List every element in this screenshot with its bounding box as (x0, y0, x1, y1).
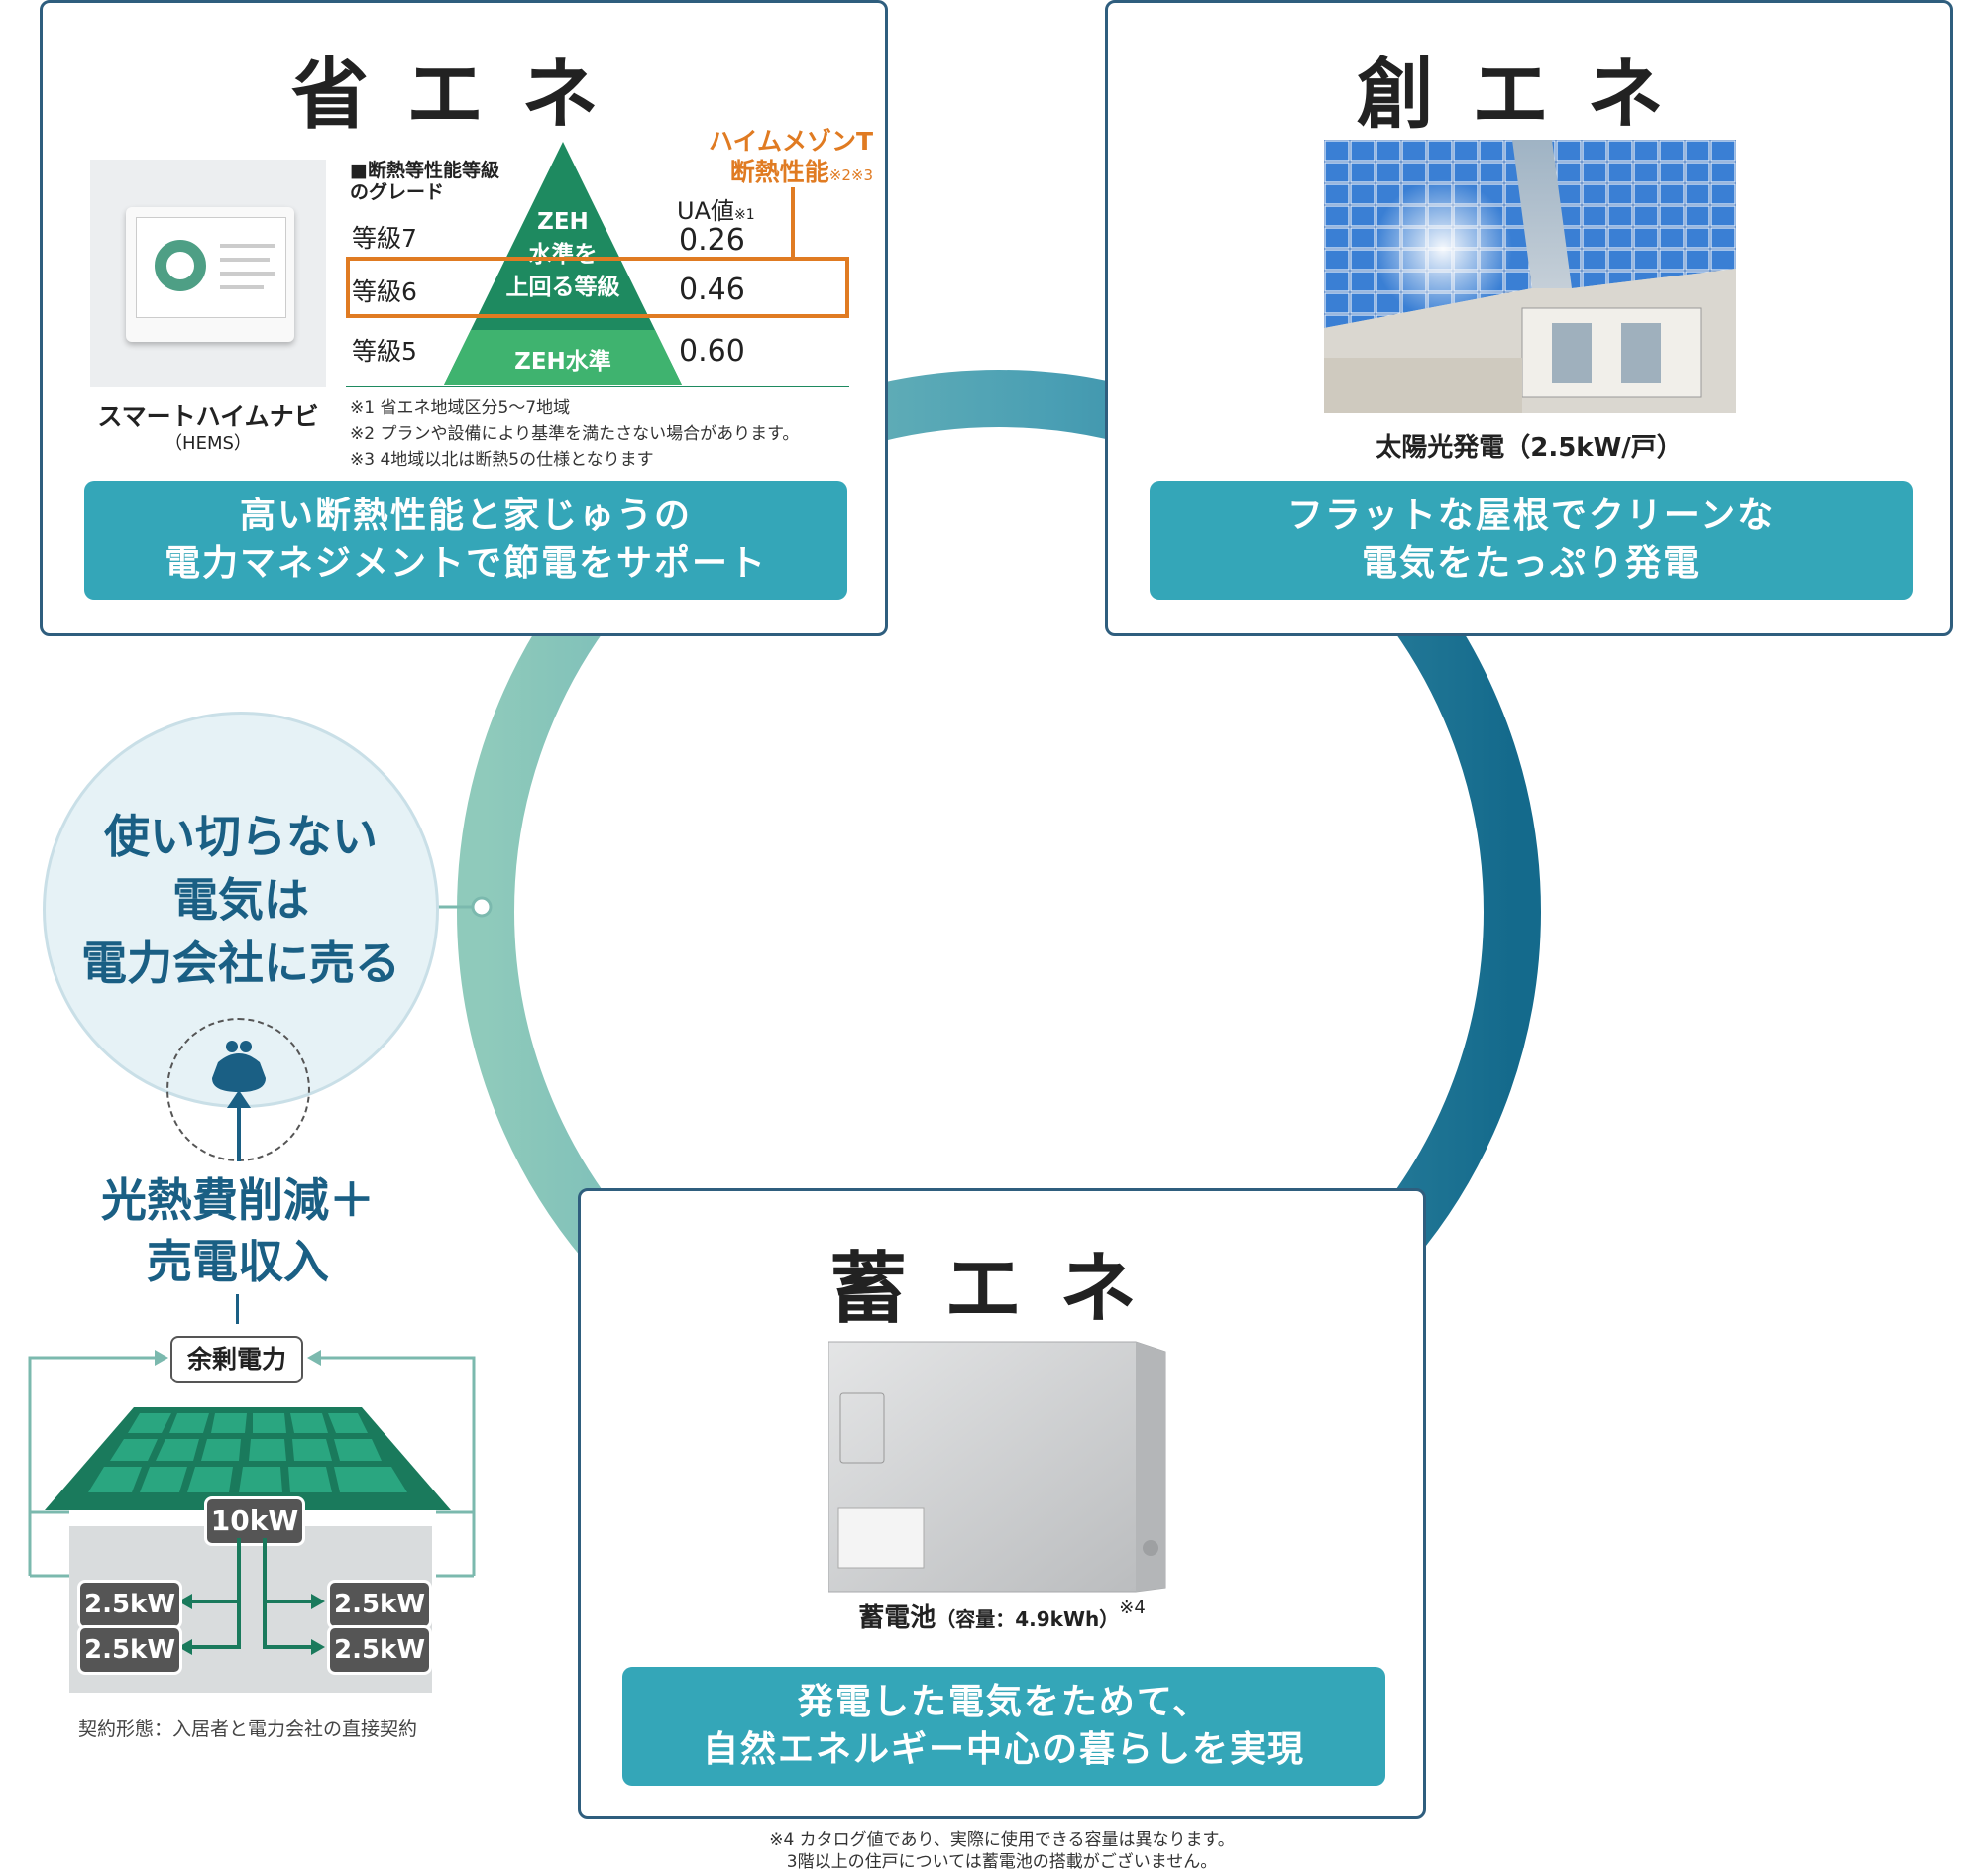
ua-6: 0.46 (679, 273, 745, 307)
hems-subcaption: （HEMS） (165, 433, 252, 454)
purse-icon (212, 1041, 266, 1092)
save-energy-banner: 高い断熱性能と家じゅうの 電力マネジメントで節電をサポート (84, 481, 847, 600)
create-energy-title: 創エネ (1356, 51, 1702, 140)
surplus-flow-lines (28, 1350, 476, 1578)
create-energy-banner: フラットな屋根でクリーンな 電気をたっぷり発電 (1150, 481, 1913, 600)
distribution-arrows (178, 1538, 325, 1655)
pyramid-top-label: ZEH 水準を 上回る等級 (505, 209, 620, 300)
save-energy-title: 省エネ (290, 51, 636, 140)
solar-panel-icon (45, 1407, 451, 1510)
contract-note: 契約形態：入居者と電力会社の直接契約 (77, 1718, 417, 1740)
store-energy-card: 蓄エネ 蓄電池（容量：4.9kWh）※4 発電した電気をためて、 自然エネルギー… (578, 1188, 1426, 1819)
store-energy-title: 蓄エネ (828, 1245, 1174, 1334)
pyramid-bottom-label: ZEH水準 (514, 349, 611, 375)
up-arrow (227, 1090, 251, 1161)
grade-header: ■断熱等性能等級 のグレード (350, 160, 499, 203)
ua-7: 0.26 (679, 223, 745, 258)
zeh-pyramid (444, 142, 682, 385)
orange-connector (791, 187, 795, 257)
grade-6: 等級6 (352, 277, 417, 306)
ua-label: UA値※1 (677, 197, 755, 225)
unit-badge-top-right: 2.5kW (327, 1580, 432, 1629)
result-text: 光熱費削減＋ 売電収入 (101, 1173, 375, 1288)
storage-battery-image (827, 1340, 1175, 1594)
grade-7: 等級7 (352, 224, 417, 253)
solar-roof-photo (1324, 140, 1736, 413)
store-footnote: ※4 カタログ値であり、実際に使用できる容量は異なります。 3階以上の住戸につい… (769, 1830, 1235, 1872)
ua-orange-header: ハイムメゾンT 断熱性能※2※3 (708, 127, 873, 186)
result-stem (236, 1294, 239, 1324)
battery-caption: 蓄電池（容量：4.9kWh）※4 (858, 1598, 1146, 1633)
store-energy-banner: 発電した電気をためて、 自然エネルギー中心の暮らしを実現 (622, 1667, 1385, 1786)
save-energy-card: 省エネ スマートハイムナビ （HEMS） ■断熱等性能等級 のグレード ハイムメ… (40, 0, 888, 636)
create-energy-card: 創エネ 太陽光発電（2.5kW/戸） フラット (1105, 0, 1953, 636)
solar-caption: 太陽光発電（2.5kW/戸） (1376, 433, 1683, 463)
unit-badge-top-left: 2.5kW (77, 1580, 182, 1629)
grade-6-highlight (346, 257, 849, 318)
sell-bubble-text: 使い切らない 電気は 電力会社に売る (81, 810, 400, 990)
grade-5: 等級5 (352, 337, 417, 366)
table-rule (346, 386, 849, 387)
surplus-label: 余剰電力 (170, 1336, 303, 1383)
hems-caption: スマートハイムナビ (97, 402, 319, 431)
total-capacity-badge: 10kW (204, 1496, 305, 1546)
save-notes: ※1 省エネ地域区分5～7地域 ※2 プランや設備により基準を満たさない場合があ… (350, 398, 800, 470)
building-notch (69, 1679, 184, 1693)
hems-device-image (90, 160, 326, 387)
unit-badge-bottom-right: 2.5kW (327, 1625, 432, 1675)
unit-badge-bottom-left: 2.5kW (77, 1625, 182, 1675)
ua-5: 0.60 (679, 334, 745, 369)
